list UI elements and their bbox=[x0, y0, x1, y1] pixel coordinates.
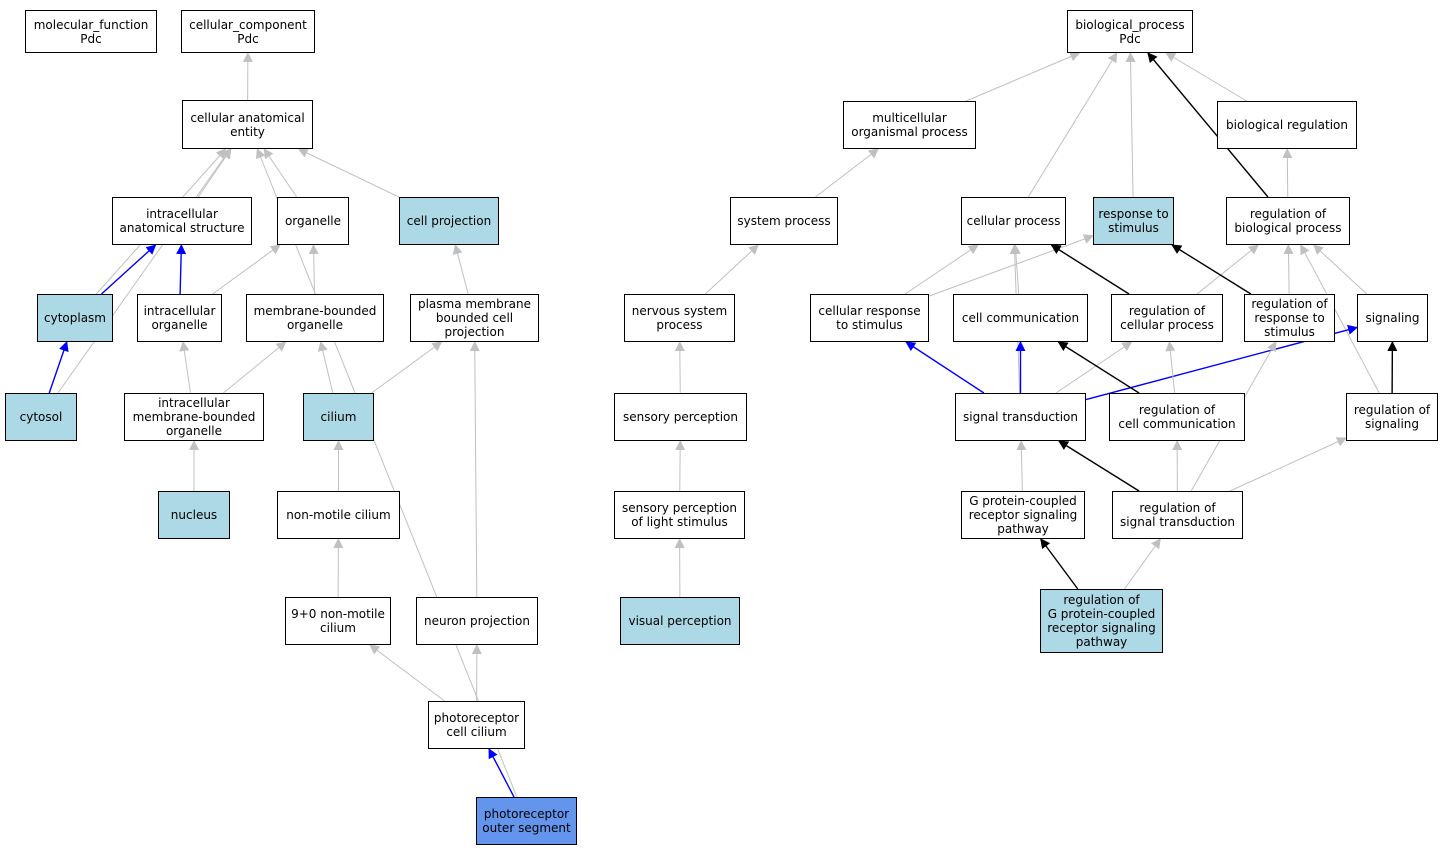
edge-intracellular-membrane-bounded-organelle-to-membrane-bounded-organelle bbox=[223, 341, 287, 394]
node-regulation-of-signaling[interactable]: regulation of signaling bbox=[1346, 393, 1438, 441]
edge-intracellular-membrane-bounded-organelle-to-intracellular-organelle bbox=[179, 341, 191, 394]
node-cytoplasm[interactable]: cytoplasm bbox=[37, 294, 113, 342]
edge-regulation-of-response-to-stimulus-to-response-to-stimulus bbox=[1171, 244, 1252, 295]
edge-regulation-of-cellular-process-to-regulation-of-biological-process bbox=[1196, 244, 1259, 295]
node-cell-communication[interactable]: cell communication bbox=[953, 294, 1088, 342]
node-visual-perception[interactable]: visual perception bbox=[620, 597, 740, 645]
node-sensory-perception[interactable]: sensory perception bbox=[614, 393, 747, 441]
edge-cellular-response-to-stimulus-to-cellular-process bbox=[904, 244, 979, 295]
node-intracellular-anatomical-structure[interactable]: intracellular anatomical structure bbox=[112, 197, 252, 245]
node-nine-plus-zero-non-motile-cilium[interactable]: 9+0 non-motile cilium bbox=[285, 597, 391, 645]
node-organelle[interactable]: organelle bbox=[277, 197, 349, 245]
edge-membrane-bounded-organelle-to-organelle bbox=[308, 244, 319, 295]
edge-biological-regulation-to-biological-process bbox=[1165, 52, 1247, 102]
node-cell-projection[interactable]: cell projection bbox=[399, 197, 499, 245]
node-membrane-bounded-organelle[interactable]: membrane-bounded organelle bbox=[246, 294, 384, 342]
edge-photoreceptor-outer-segment-to-photoreceptor-cell-cilium bbox=[488, 748, 515, 798]
node-regulation-of-biological-process[interactable]: regulation of biological process bbox=[1226, 197, 1350, 245]
node-regulation-of-gpcr-signaling-pathway[interactable]: regulation of G protein-coupled receptor… bbox=[1040, 589, 1163, 653]
edge-response-to-stimulus-to-biological-process bbox=[1125, 52, 1136, 198]
node-signal-transduction[interactable]: signal transduction bbox=[955, 393, 1086, 441]
node-intracellular-membrane-bounded-organelle[interactable]: intracellular membrane-bounded organelle bbox=[124, 393, 264, 441]
edge-signaling-to-regulation-of-biological-process bbox=[1313, 244, 1367, 295]
edge-regulation-of-gpcr-signaling-pathway-to-gpcr-signaling-pathway bbox=[1040, 538, 1079, 590]
edge-regulation-of-gpcr-signaling-pathway-to-regulation-of-signal-transduction bbox=[1124, 538, 1161, 590]
edge-regulation-of-signaling-to-regulation-of-biological-process bbox=[1300, 244, 1380, 394]
edge-cilium-to-plasma-membrane-bounded-cell-projection bbox=[371, 341, 443, 394]
node-cellular-anatomical-entity[interactable]: cellular anatomical entity bbox=[182, 100, 313, 149]
edge-system-process-to-multicellular-organismal-process bbox=[815, 148, 879, 198]
edge-cell-projection-to-cellular-anatomical-entity bbox=[297, 148, 400, 198]
edge-regulation-of-response-to-stimulus-to-regulation-of-biological-process bbox=[1283, 244, 1294, 295]
node-regulation-of-cell-communication[interactable]: regulation of cell communication bbox=[1109, 393, 1245, 441]
edge-cytosol-to-cytoplasm bbox=[48, 341, 69, 394]
node-photoreceptor-cell-cilium[interactable]: photoreceptor cell cilium bbox=[428, 701, 525, 749]
edge-intracellular-anatomical-structure-to-cellular-anatomical-entity bbox=[197, 148, 232, 198]
edge-regulation-of-cell-communication-to-cell-communication bbox=[1057, 341, 1140, 394]
node-cellular-process[interactable]: cellular process bbox=[961, 197, 1066, 245]
edge-signal-transduction-to-cellular-response-to-stimulus bbox=[905, 341, 985, 394]
edge-regulation-of-biological-process-to-biological-regulation bbox=[1282, 148, 1293, 198]
edge-photoreceptor-outer-segment-to-cellular-anatomical-entity bbox=[256, 148, 518, 798]
node-cellular-component[interactable]: cellular_component Pdc bbox=[181, 10, 315, 53]
node-sensory-perception-of-light-stimulus[interactable]: sensory perception of light stimulus bbox=[614, 491, 745, 539]
node-regulation-of-response-to-stimulus[interactable]: regulation of response to stimulus bbox=[1244, 294, 1335, 342]
node-cytosol[interactable]: cytosol bbox=[5, 393, 77, 441]
edge-cellular-response-to-stimulus-to-response-to-stimulus bbox=[928, 234, 1094, 297]
edge-neuron-projection-to-plasma-membrane-bounded-cell-projection bbox=[469, 341, 480, 598]
node-regulation-of-signal-transduction[interactable]: regulation of signal transduction bbox=[1112, 491, 1243, 539]
edge-multicellular-organismal-process-to-biological-process bbox=[965, 51, 1081, 102]
edge-regulation-of-biological-process-to-biological-process bbox=[1147, 52, 1269, 198]
edge-intracellular-organelle-to-intracellular-anatomical-structure bbox=[176, 244, 187, 295]
edge-regulation-of-signal-transduction-to-signal-transduction bbox=[1058, 440, 1140, 492]
edge-cytoplasm-to-intracellular-anatomical-structure bbox=[101, 244, 157, 295]
edge-intracellular-organelle-to-organelle bbox=[212, 244, 281, 295]
edge-regulation-of-cell-communication-to-regulation-of-cellular-process bbox=[1165, 341, 1176, 394]
edge-nervous-system-process-to-system-process bbox=[705, 244, 759, 295]
node-gpcr-signaling-pathway[interactable]: G protein-coupled receptor signaling pat… bbox=[961, 491, 1085, 539]
edge-gpcr-signaling-pathway-to-signal-transduction bbox=[1016, 440, 1027, 492]
edge-sensory-perception-to-nervous-system-process bbox=[674, 341, 685, 394]
edge-cellular-process-to-biological-process bbox=[1027, 52, 1118, 198]
node-nucleus[interactable]: nucleus bbox=[158, 491, 230, 539]
node-nervous-system-process[interactable]: nervous system process bbox=[624, 294, 735, 342]
node-signaling[interactable]: signaling bbox=[1357, 294, 1428, 342]
node-plasma-membrane-bounded-cell-projection[interactable]: plasma membrane bounded cell projection bbox=[410, 294, 539, 342]
node-neuron-projection[interactable]: neuron projection bbox=[416, 597, 538, 645]
edge-signal-transduction-to-regulation-of-cellular-process bbox=[1055, 341, 1133, 394]
edge-cilium-to-membrane-bounded-organelle bbox=[317, 341, 334, 394]
node-non-motile-cilium[interactable]: non-motile cilium bbox=[277, 491, 400, 539]
node-intracellular-organelle[interactable]: intracellular organelle bbox=[137, 294, 222, 342]
node-molecular-function[interactable]: molecular_function Pdc bbox=[25, 10, 157, 53]
node-regulation-of-cellular-process[interactable]: regulation of cellular process bbox=[1111, 294, 1223, 342]
node-multicellular-organismal-process[interactable]: multicellular organismal process bbox=[843, 101, 976, 149]
node-response-to-stimulus[interactable]: response to stimulus bbox=[1093, 197, 1174, 245]
node-photoreceptor-outer-segment[interactable]: photoreceptor outer segment bbox=[476, 797, 577, 845]
node-cilium[interactable]: cilium bbox=[303, 393, 374, 441]
node-biological-regulation[interactable]: biological regulation bbox=[1217, 101, 1357, 149]
edge-regulation-of-signal-transduction-to-regulation-of-signaling bbox=[1229, 437, 1347, 492]
node-biological-process[interactable]: biological_process Pdc bbox=[1067, 10, 1193, 53]
node-system-process[interactable]: system process bbox=[730, 197, 838, 245]
edge-photoreceptor-cell-cilium-to-nine-plus-zero-non-motile-cilium bbox=[369, 644, 445, 702]
edge-organelle-to-cellular-anatomical-entity bbox=[263, 148, 298, 198]
edge-regulation-of-cellular-process-to-cellular-process bbox=[1050, 244, 1130, 295]
edge-cytosol-to-cellular-anatomical-entity bbox=[57, 148, 231, 394]
edge-sensory-perception-of-light-stimulus-to-sensory-perception bbox=[675, 440, 686, 492]
node-cellular-response-to-stimulus[interactable]: cellular response to stimulus bbox=[810, 294, 929, 342]
edge-plasma-membrane-bounded-cell-projection-to-cell-projection bbox=[452, 244, 469, 295]
